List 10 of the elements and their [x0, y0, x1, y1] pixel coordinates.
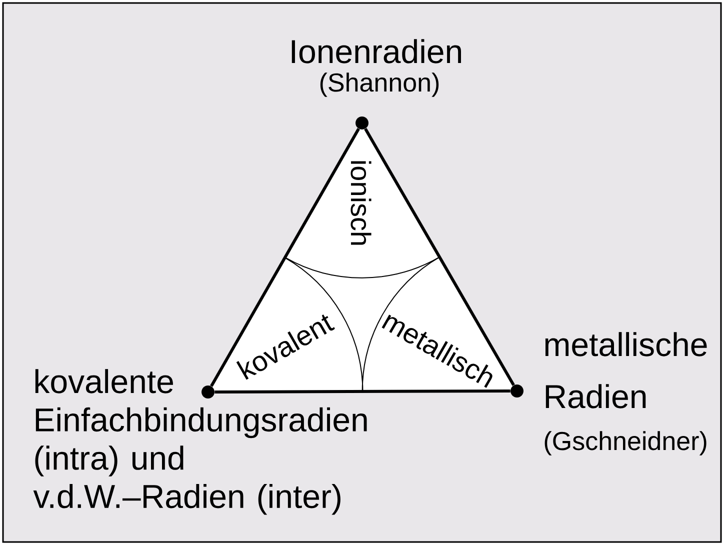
vertex-dot — [202, 385, 214, 398]
vertex-dot — [356, 116, 368, 130]
vertex-label: metallische Radien — [545, 332, 707, 408]
triangle-side — [364, 128, 515, 386]
triangle-side — [214, 390, 510, 394]
vertex-label: Ionenradien — [292, 39, 461, 64]
citation-label: (Shannon) — [320, 72, 439, 97]
triangle-side — [210, 128, 360, 387]
citation-label: (Gschneidner) — [544, 431, 706, 456]
vertex-dot — [510, 384, 524, 398]
